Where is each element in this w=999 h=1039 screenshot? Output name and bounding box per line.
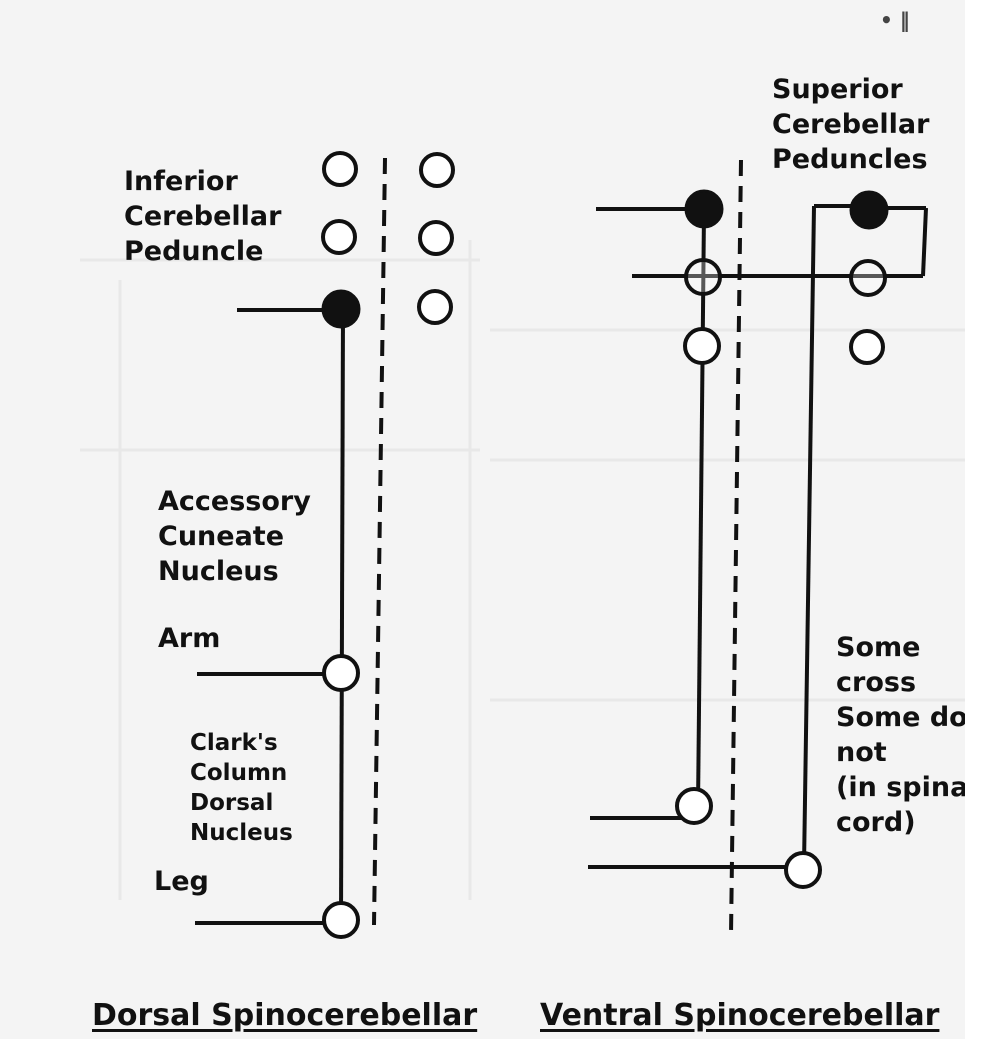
dorsal-filled-neuron (321, 289, 361, 329)
corner-marks: • ‖ (880, 8, 910, 32)
inferior-line-3: Peduncle (124, 236, 264, 267)
dorsal-circle-right-2 (418, 220, 454, 256)
superior-line-1: Superior (772, 74, 903, 105)
leg-label: Leg (154, 866, 209, 897)
ventral-caption: Ventral Spinocerebellar (540, 998, 940, 1033)
ventral-filled-neuron-right (849, 190, 889, 230)
inferior-line-2: Cerebellar (124, 201, 282, 232)
superior-cerebellar-peduncles-label: Superior Cerebellar Peduncles (772, 72, 929, 177)
dorsal-circle-right-3 (417, 289, 453, 325)
ventral-filled-neuron-left (684, 189, 724, 229)
some-cross-line-5: (in spina (836, 772, 965, 803)
inferior-cerebellar-peduncle-label: Inferior Cerebellar Peduncle (124, 164, 281, 269)
accessory-line-1: Accessory (158, 486, 311, 517)
superior-line-3: Peduncles (772, 144, 928, 175)
arm-neuron (322, 654, 360, 692)
ventral-circle-left-2 (684, 258, 722, 296)
dorsal-caption: Dorsal Spinocerebellar (92, 998, 478, 1033)
clarks-line-2: Column (190, 760, 288, 786)
accessory-line-2: Cuneate (158, 521, 285, 552)
ventral-circle-right-2 (849, 259, 887, 297)
leg-neuron (322, 901, 360, 939)
ventral-tract-line-left (696, 211, 706, 809)
ventral-lower-neuron (675, 787, 713, 825)
clarks-line-1: Clark's (190, 730, 278, 756)
dorsal-circle-left-2 (321, 219, 357, 255)
accessory-line-3: Nucleus (158, 556, 279, 587)
accessory-cuneate-nucleus-label: Accessory Cuneate Nucleus (158, 484, 311, 589)
some-cross-line-1: Some (836, 632, 921, 663)
scan-right-margin (965, 0, 999, 1039)
dorsal-circle-right-1 (419, 152, 455, 188)
some-cross-line-3: Some do (836, 702, 965, 733)
ventral-circle-right-3 (849, 329, 885, 365)
dorsal-tract-line (339, 309, 345, 923)
ventral-circle-left-3 (683, 327, 721, 365)
superior-line-2: Cerebellar (772, 109, 930, 140)
clarks-line-3: Dorsal (190, 790, 274, 816)
dorsal-circle-left-1 (322, 151, 358, 187)
arm-label: Arm (158, 623, 221, 654)
ventral-tract-line-crossing (802, 205, 816, 867)
some-cross-line-4: not (836, 737, 887, 768)
some-cross-line-2: cross (836, 667, 917, 698)
inferior-line-1: Inferior (124, 166, 238, 197)
some-cross-line-6: cord) (836, 807, 916, 838)
clarks-line-4: Nucleus (190, 820, 293, 846)
ventral-bottom-neuron (784, 851, 822, 889)
recrossing-right-drop (921, 207, 928, 277)
some-cross-label: Some cross Some do not (in spina cord) (836, 630, 965, 840)
dorsal-midline (372, 157, 387, 926)
clarks-column-label: Clark's Column Dorsal Nucleus (190, 728, 293, 848)
